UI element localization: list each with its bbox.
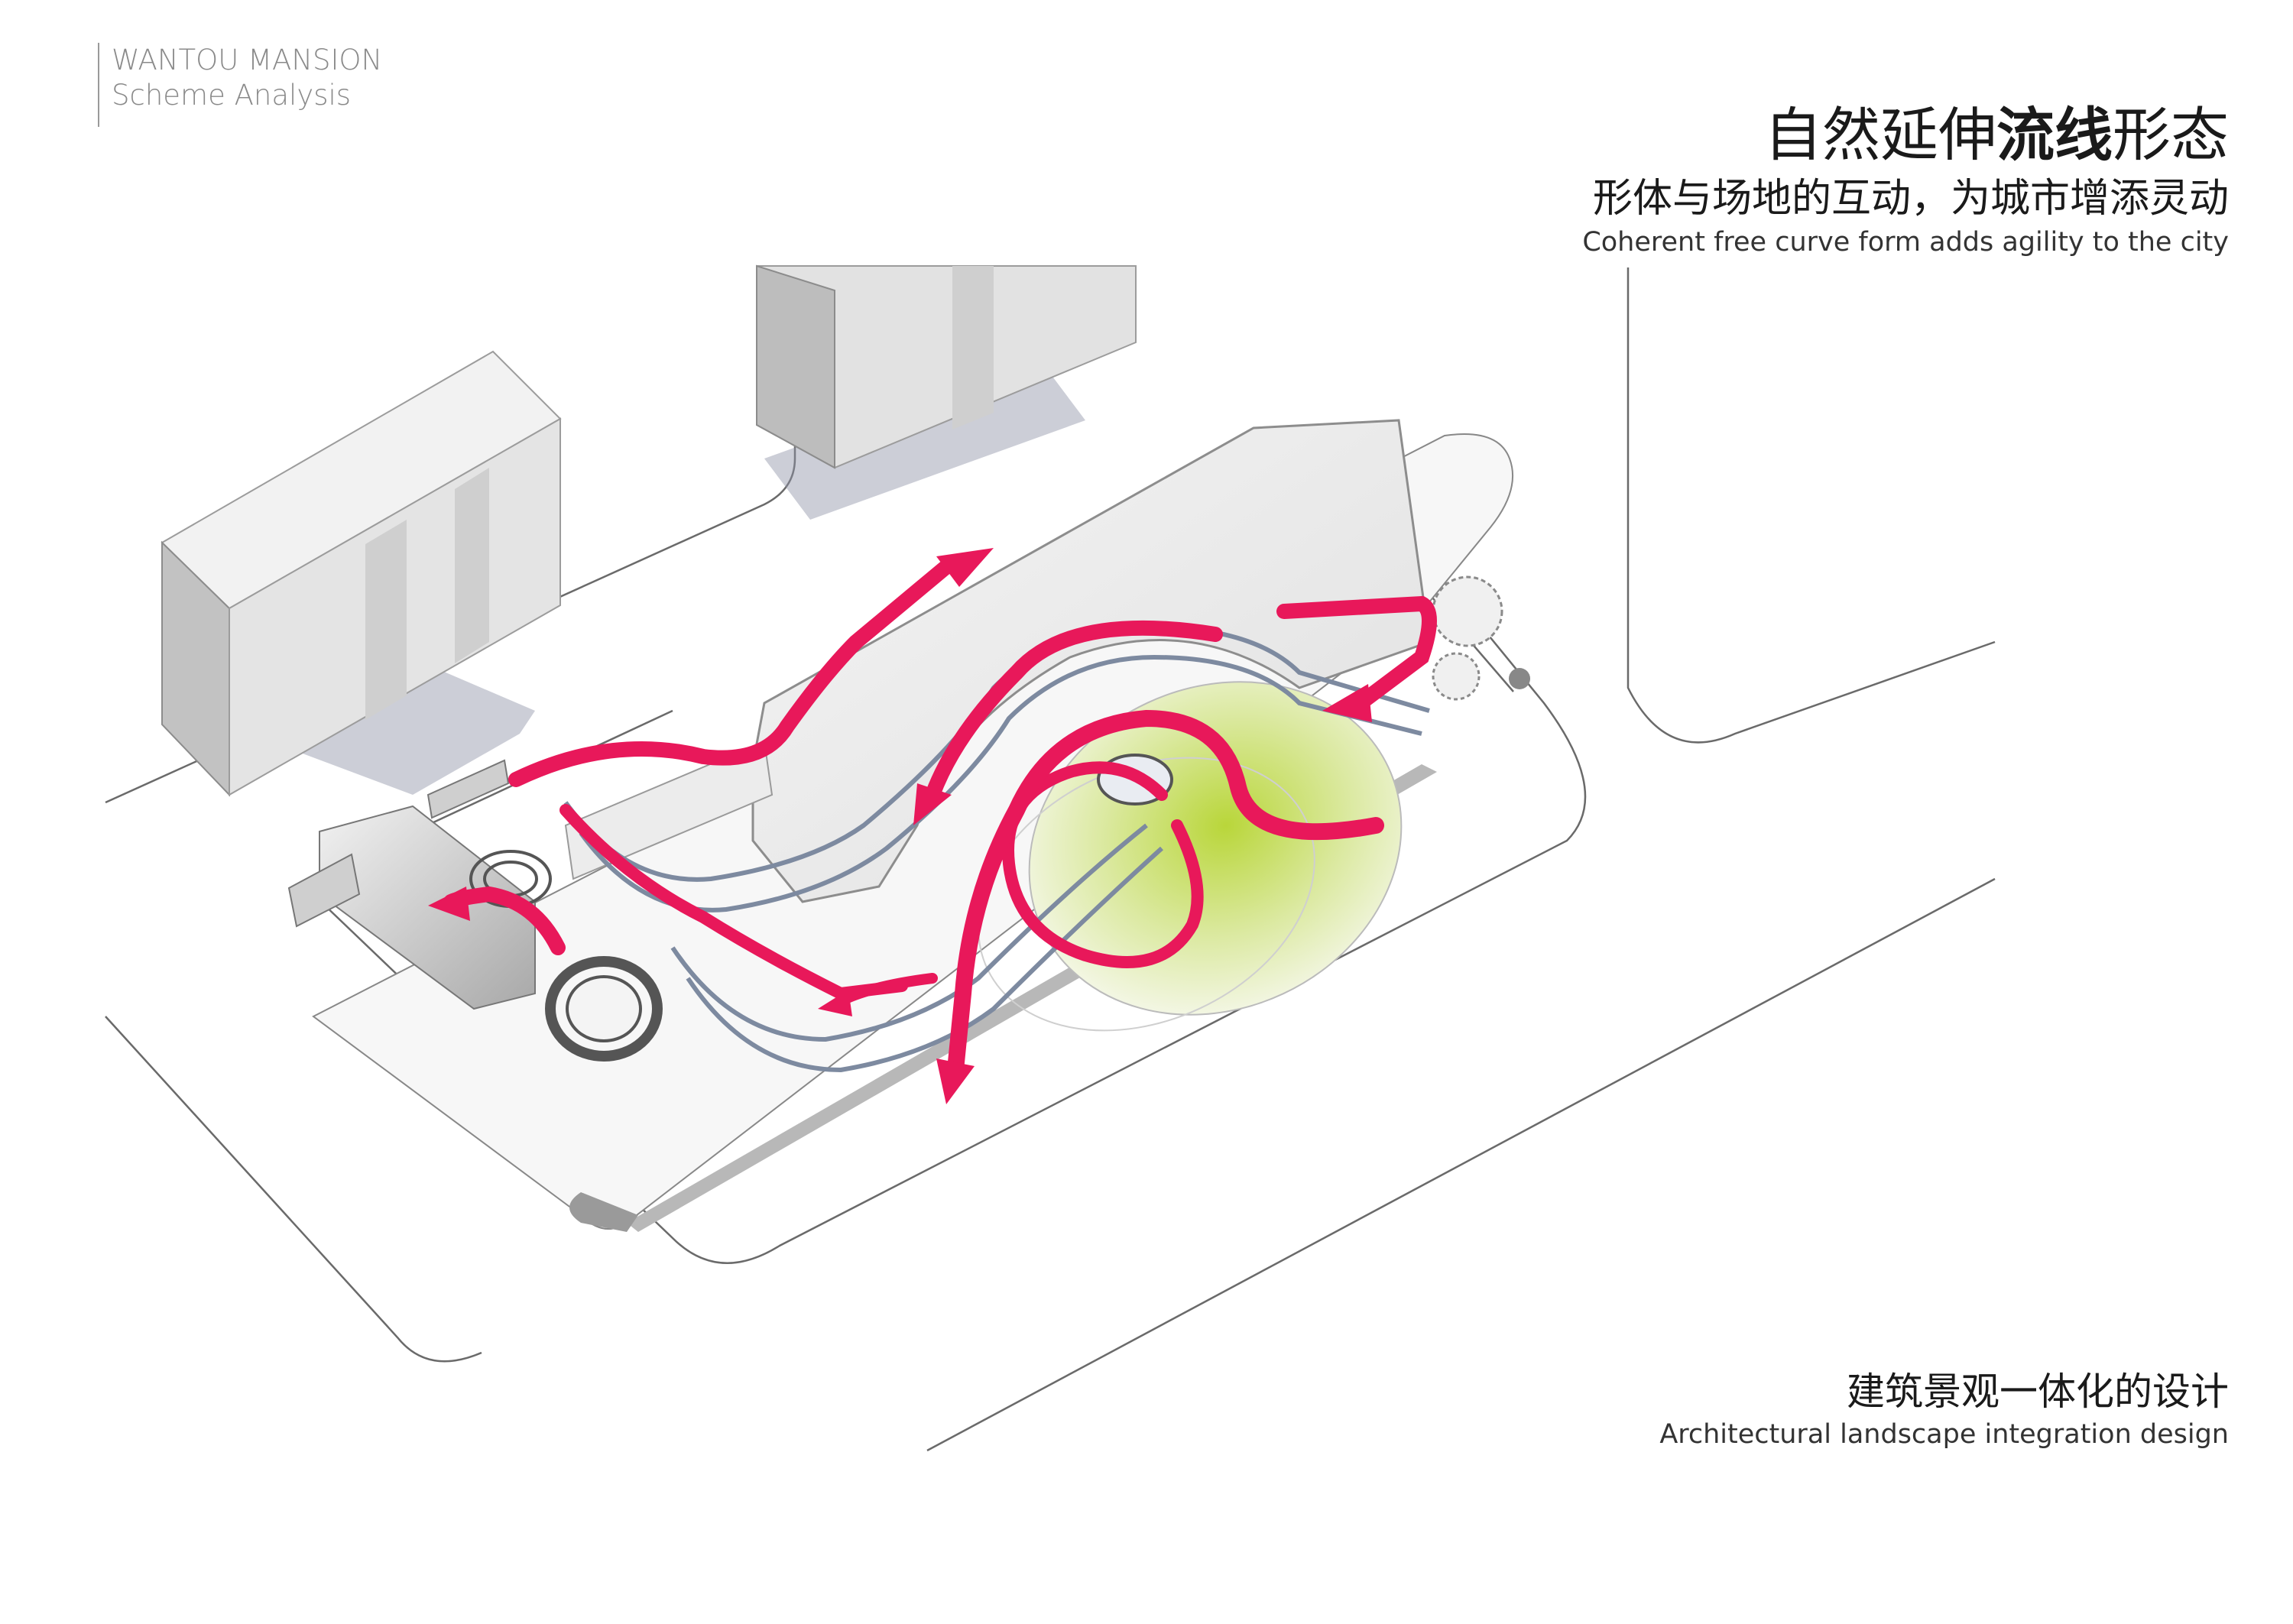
project-name: WANTOU MANSION [112, 44, 383, 76]
tree-icon [1509, 668, 1530, 689]
tree-icon [1432, 575, 1503, 647]
road-edge-east [926, 877, 1996, 1452]
headline-title-pre: 自然延伸 [1764, 101, 1996, 169]
building-left [756, 264, 835, 469]
flow-arrow-icon [559, 804, 908, 1000]
building-block-west [161, 350, 562, 797]
ring-courtyard [545, 956, 663, 1062]
flow-arrow-icon [1002, 761, 1204, 968]
building-recess [365, 520, 407, 720]
flow-arrows [428, 548, 1437, 1104]
flow-arrow-icon [925, 620, 1223, 802]
footer-title-en: Architectural landscape integration desi… [1659, 1419, 2229, 1450]
stair-ramp [287, 759, 510, 928]
flow-arrow-icon [1322, 684, 1372, 722]
headline-title-bold: 流线 [1996, 101, 2113, 169]
project-brand: WANTOU MANSION Scheme Analysis [98, 43, 382, 127]
building-block-north [756, 264, 1137, 520]
building-recess [952, 266, 994, 430]
podium-band-outer [569, 1192, 638, 1232]
road-edge-north [1627, 267, 1996, 744]
building-shadow [764, 359, 1085, 520]
headline-subtitle-cn: 形体与场地的互动，为城市增添灵动 [1592, 176, 2229, 222]
road-lines [105, 267, 1996, 1452]
flow-arrow-icon [1276, 595, 1437, 711]
flow-arrow-icon [508, 558, 955, 787]
footer-title-cn: 建筑景观一体化的设计 [1847, 1370, 2229, 1414]
road-edge-west [105, 267, 796, 804]
roof-terrace-band [564, 740, 774, 880]
flow-arrow-icon [936, 548, 994, 587]
flow-arrow-icon [913, 783, 952, 825]
headline-title-post: 形态 [2113, 101, 2229, 169]
road-edge-south [105, 1016, 482, 1363]
flow-arrow-icon [936, 1058, 975, 1104]
building-recess [455, 468, 489, 663]
flow-arrow-icon [818, 990, 852, 1016]
flow-arrow-icon [947, 709, 1384, 1078]
headline-title: 自然延伸流线形态 [1764, 101, 2229, 170]
project-section: Scheme Analysis [112, 79, 352, 112]
main-building [287, 419, 1431, 1073]
headline-subtitle-en: Coherent free curve form adds agility to… [1582, 227, 2229, 258]
flow-arrow-icon [428, 887, 470, 921]
tree-icon [1432, 652, 1481, 701]
curve-bands [563, 624, 1430, 1073]
trees [1432, 575, 1530, 701]
